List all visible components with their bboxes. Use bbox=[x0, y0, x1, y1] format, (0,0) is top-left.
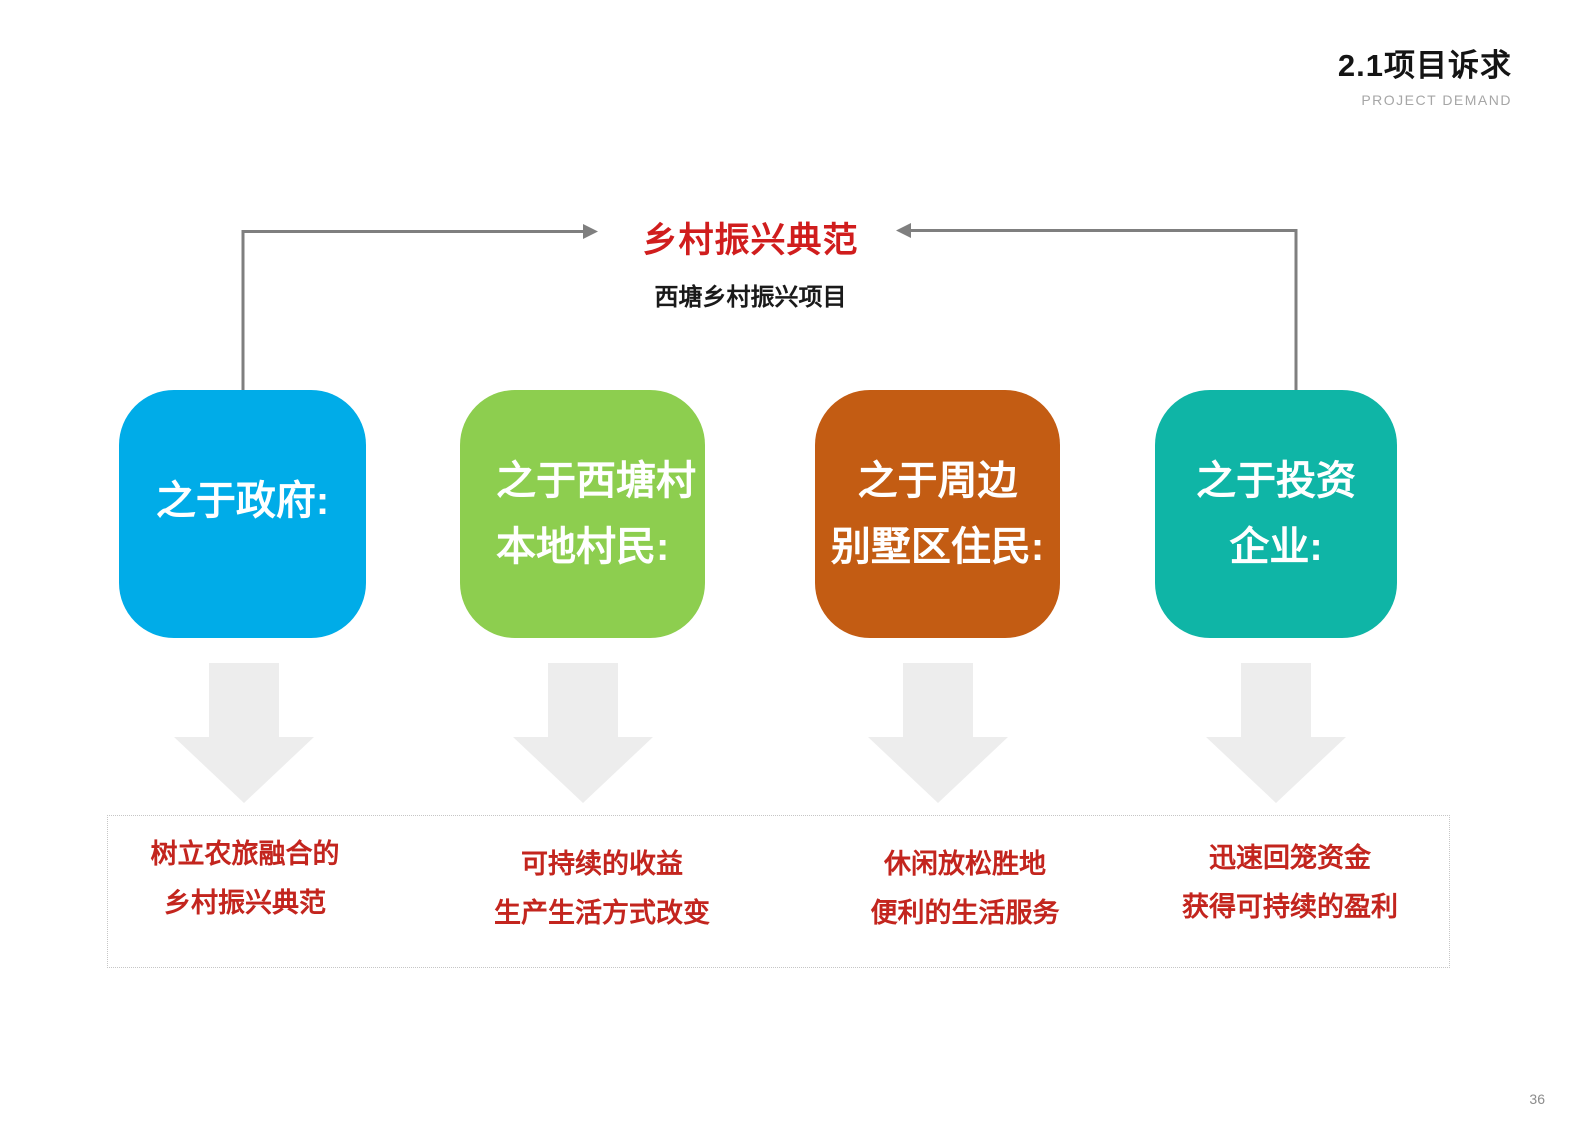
benefit-text-villa-residents: 休闲放松胜地 便利的生活服务 bbox=[815, 840, 1115, 938]
section-subtitle-en: PROJECT DEMAND bbox=[1361, 92, 1512, 108]
diagram-title: 乡村振兴典范 bbox=[642, 221, 859, 260]
stakeholder-box-villa-residents: 之于周边 别墅区住民: bbox=[815, 390, 1060, 638]
diagram-title-block: 乡村振兴典范 西塘乡村振兴项目 bbox=[598, 212, 903, 312]
page-number: 36 bbox=[1529, 1091, 1545, 1107]
stakeholder-box-investors: 之于投资 企业: bbox=[1155, 390, 1397, 638]
benefits-panel bbox=[107, 815, 1450, 968]
arrowhead-right-icon bbox=[583, 224, 598, 239]
down-arrow-icon bbox=[868, 663, 1008, 803]
down-arrow-icon bbox=[513, 663, 653, 803]
benefit-line: 乡村振兴典范 bbox=[164, 888, 326, 918]
benefit-line: 生产生活方式改变 bbox=[494, 898, 710, 928]
stakeholder-label: 企业: bbox=[1229, 525, 1323, 569]
stakeholder-label: 之于政府: bbox=[155, 479, 330, 523]
connector-arrow-left bbox=[241, 224, 598, 393]
stakeholder-label: 之于周边 bbox=[857, 459, 1018, 503]
stakeholder-label: 本地村民: bbox=[496, 525, 670, 569]
down-arrow-icon bbox=[1206, 663, 1346, 803]
stakeholder-label: 别墅区住民: bbox=[830, 525, 1045, 569]
down-arrow-icon bbox=[174, 663, 314, 803]
stakeholder-label: 之于投资 bbox=[1196, 459, 1356, 503]
benefit-text-local-villagers: 可持续的收益 生产生活方式改变 bbox=[452, 840, 752, 938]
section-title: 2.1项目诉求 bbox=[1337, 48, 1512, 83]
benefit-line: 树立农旅融合的 bbox=[150, 839, 340, 869]
header: 2.1项目诉求 PROJECT DEMAND bbox=[1338, 40, 1512, 108]
benefit-line: 便利的生活服务 bbox=[870, 898, 1060, 928]
connector-arrow-right bbox=[896, 223, 1298, 392]
diagram-subtitle: 西塘乡村振兴项目 bbox=[654, 284, 847, 311]
stakeholder-box-local-villagers: 之于西塘村 本地村民: bbox=[460, 390, 705, 638]
benefit-line: 可持续的收益 bbox=[521, 849, 683, 879]
stakeholder-box-government: 之于政府: bbox=[119, 390, 366, 638]
benefit-text-investors: 迅速回笼资金 获得可持续的盈利 bbox=[1140, 834, 1440, 932]
benefit-line: 迅速回笼资金 bbox=[1209, 843, 1371, 873]
benefit-line: 休闲放松胜地 bbox=[884, 849, 1046, 879]
benefit-line: 获得可持续的盈利 bbox=[1182, 892, 1398, 922]
stakeholder-label: 之于西塘村 bbox=[496, 459, 696, 503]
benefit-text-government: 树立农旅融合的 乡村振兴典范 bbox=[95, 830, 395, 928]
